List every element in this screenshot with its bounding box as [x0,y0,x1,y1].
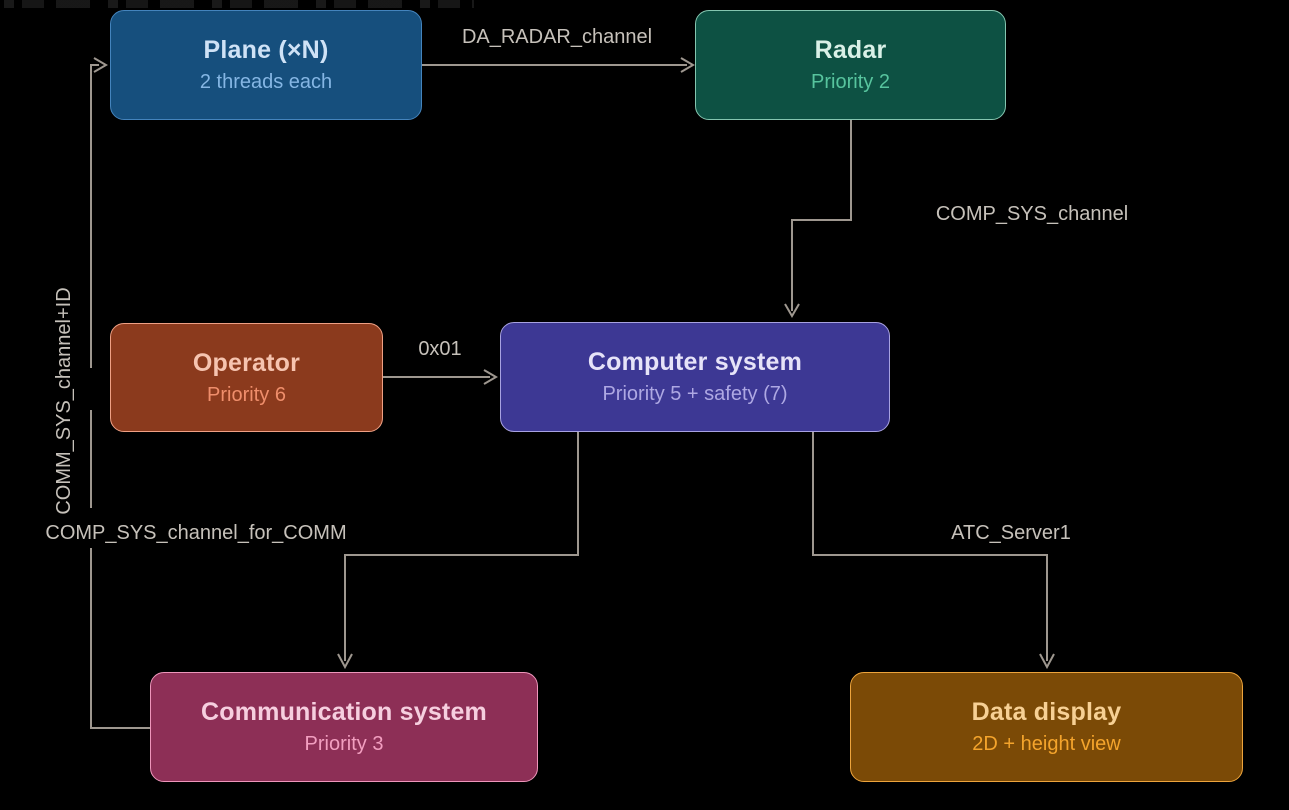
edge-computer-to-communication [344,432,579,661]
node-plane-title: Plane (×N) [203,36,329,64]
node-data-display: Data display 2D + height view [850,672,1243,782]
node-communication-system-subtitle: Priority 3 [304,733,384,755]
node-operator: Operator Priority 6 [110,323,383,432]
node-communication-system-title: Communication system [200,698,487,726]
node-radar: Radar Priority 2 [695,10,1006,120]
node-computer-system: Computer system Priority 5 + safety (7) [500,322,890,432]
edge-label-comp-sys-channel-for-comm: COMP_SYS_channel_for_COMM [45,522,347,544]
node-radar-subtitle: Priority 2 [811,71,890,93]
node-communication-system: Communication system Priority 3 [150,672,538,782]
node-data-display-subtitle: 2D + height view [972,733,1121,755]
node-operator-title: Operator [192,348,301,377]
node-computer-system-title: Computer system [587,348,803,376]
edge-label-comp-sys-channel: COMP_SYS_channel [935,203,1129,225]
node-radar-title: Radar [814,36,887,64]
edge-label-0x01: 0x01 [418,338,462,360]
node-computer-system-subtitle: Priority 5 + safety (7) [602,383,788,405]
arrowhead-computer-to-data-display [1039,653,1055,670]
node-data-display-title: Data display [971,698,1122,726]
edge-label-atc-server1: ATC_Server1 [951,522,1071,544]
node-plane-subtitle: 2 threads each [199,71,333,93]
arrowhead-communication-to-plane [93,57,108,73]
edge-label-da-radar-channel: DA_RADAR_channel [461,26,653,48]
arrowhead-computer-to-communication [337,653,353,670]
arrowhead-radar-to-computer [784,303,800,318]
edge-radar-to-computer [791,120,852,311]
edge-communication-to-plane-seg3 [90,64,99,368]
arrowhead-operator-to-computer [483,369,498,385]
edge-computer-to-data-display [812,432,1048,661]
edge-label-comm-sys-channel-id: COMM_SYS_channel+ID [53,287,75,515]
node-operator-subtitle: Priority 6 [207,383,286,406]
node-plane: Plane (×N) 2 threads each [110,10,422,120]
edge-communication-to-plane-seg1 [90,548,150,729]
arrowhead-plane-to-radar [680,57,695,73]
clipped-text-artifact [4,0,474,8]
